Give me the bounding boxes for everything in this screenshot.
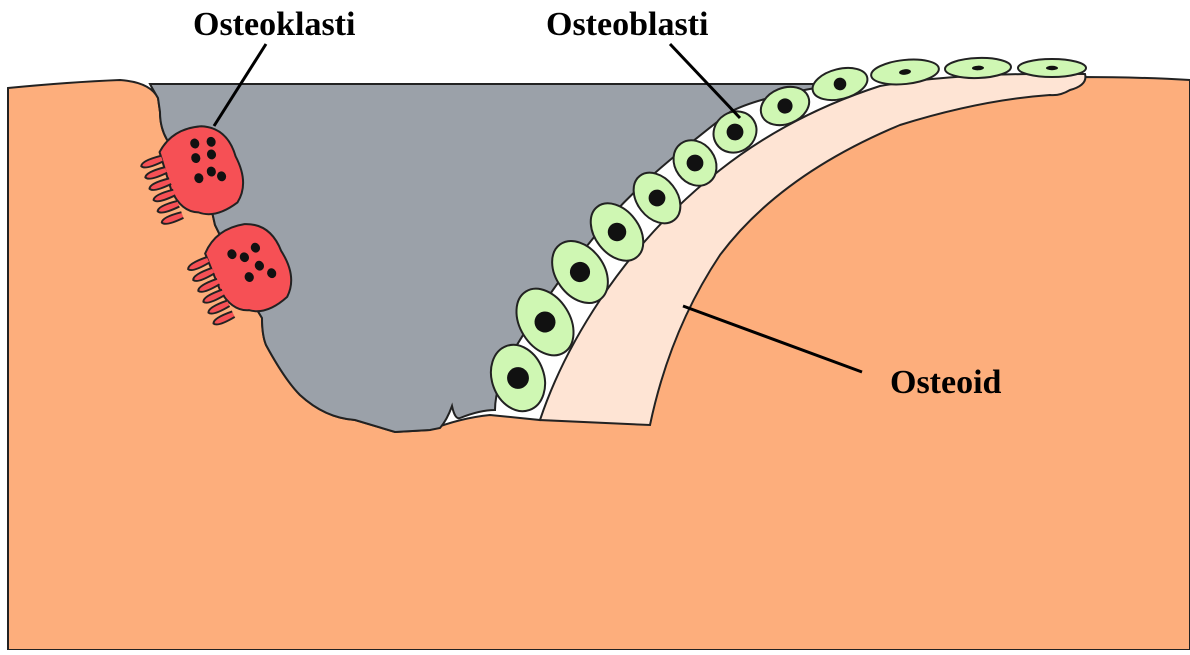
osteoid-label: Osteoid [890, 366, 1001, 400]
osteoblasti-label: Osteoblasti [546, 8, 708, 42]
nucleus [1046, 66, 1058, 70]
osteoklasti-label: Osteoklasti [193, 8, 355, 42]
osteoblast-icon [1018, 59, 1086, 77]
